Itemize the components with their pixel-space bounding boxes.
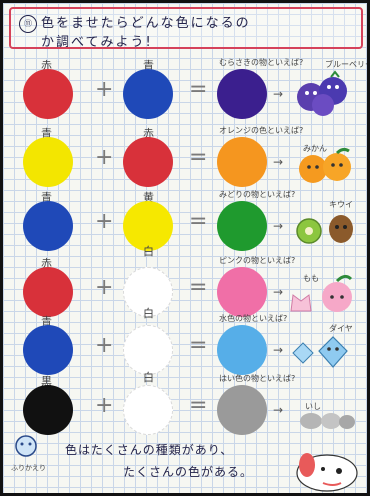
right-color-label: 白 — [143, 369, 154, 385]
kiwi-drawing-icon — [291, 209, 361, 251]
right-color-dot — [123, 385, 173, 435]
arrow-icon: → — [273, 403, 283, 417]
equals-sign: = — [189, 333, 207, 358]
arrow-icon: → — [273, 285, 283, 299]
left-color-dot — [23, 137, 73, 187]
mix-row-1: 赤 + 青 = むらさきの物といえば? ブルーベリー → — [3, 55, 370, 121]
mix-row-4: 赤 + 白 = ピンクの物といえば? もも → — [3, 253, 370, 319]
result-color-dot — [217, 385, 267, 435]
reflection-label: ふりかえり — [11, 463, 46, 473]
object-prompt: はい色の物といえば? — [219, 373, 295, 384]
object-prompt: 水色の物といえば? — [219, 313, 287, 324]
number-mark: ⑪ — [19, 15, 37, 33]
orange-drawing-icon — [293, 145, 355, 187]
arrow-icon: → — [273, 155, 283, 169]
right-color-label: 白 — [143, 243, 154, 259]
mix-row-5: 青 + 白 = 水色の物といえば? ダイヤ → — [3, 313, 370, 379]
summary-line-2: たくさんの色がある。 — [123, 463, 253, 480]
summary-line-1: 色はたくさんの種類があり、 — [65, 441, 233, 458]
equals-sign: = — [189, 77, 207, 102]
mix-row-3: 青 + 黄 = みどりの物といえば? キウイ → — [3, 187, 370, 253]
result-color-dot — [217, 201, 267, 251]
result-color-dot — [217, 325, 267, 375]
object-prompt: みどりの物といえば? — [219, 189, 295, 200]
left-color-dot — [23, 201, 73, 251]
left-color-dot — [23, 385, 73, 435]
plus-sign: + — [95, 77, 113, 102]
object-prompt: オレンジの色といえば? — [219, 125, 303, 136]
equals-sign: = — [189, 145, 207, 170]
result-color-dot — [217, 267, 267, 317]
arrow-icon: → — [273, 219, 283, 233]
plus-sign: + — [95, 275, 113, 300]
diamond-drawing-icon — [289, 331, 359, 371]
plus-sign: + — [95, 333, 113, 358]
blueberry-drawing-icon — [293, 69, 355, 117]
mix-row-6: 黒 + 白 = はい色の物といえば? いし → — [3, 373, 370, 439]
mix-row-2: 青 + 赤 = オレンジの色といえば? みかん → — [3, 123, 370, 189]
left-color-dot — [23, 69, 73, 119]
title-line-2: か調べてみよう! — [41, 31, 153, 50]
equals-sign: = — [189, 275, 207, 300]
left-color-dot — [23, 267, 73, 317]
arrow-icon: → — [273, 343, 283, 357]
right-color-dot — [123, 137, 173, 187]
equals-sign: = — [189, 393, 207, 418]
object-prompt: ピンクの物といえば? — [219, 255, 295, 266]
equals-sign: = — [189, 209, 207, 234]
left-color-dot — [23, 325, 73, 375]
result-color-dot — [217, 69, 267, 119]
reflection-badge-icon — [11, 433, 41, 463]
title-box: ⑪ 色をませたらどんな色になるの か調べてみよう! — [9, 7, 363, 49]
object-prompt: むらさきの物といえば? — [219, 57, 303, 68]
right-color-dot — [123, 69, 173, 119]
plus-sign: + — [95, 209, 113, 234]
title-line-1: 色をませたらどんな色になるの — [41, 12, 251, 31]
result-color-dot — [217, 137, 267, 187]
stone-drawing-icon — [297, 409, 357, 433]
peach-drawing-icon — [285, 271, 361, 317]
right-color-label: 白 — [143, 305, 154, 321]
right-color-dot — [123, 325, 173, 375]
plus-sign: + — [95, 145, 113, 170]
arrow-icon: → — [273, 87, 283, 101]
plus-sign: + — [95, 393, 113, 418]
dog-drawing-icon — [293, 439, 365, 493]
